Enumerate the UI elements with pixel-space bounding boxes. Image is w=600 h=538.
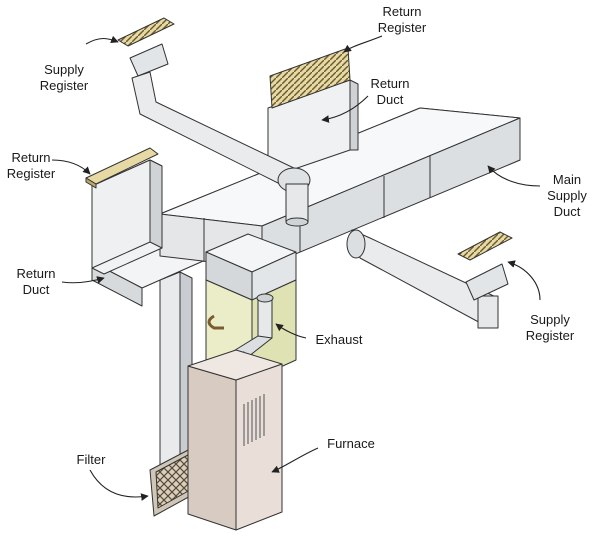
label-furnace: Furnace xyxy=(327,436,375,451)
supply-pipe-left xyxy=(131,71,311,227)
label-return-register-top: Return Register xyxy=(377,4,427,35)
return-register-left xyxy=(85,147,159,189)
label-exhaust: Exhaust xyxy=(315,332,363,347)
left-return-box xyxy=(91,159,163,275)
arrow-return-duct-top xyxy=(321,95,369,123)
supply-register-left xyxy=(117,17,175,77)
supply-pipe-right xyxy=(346,229,499,329)
arrow-supply-register-right xyxy=(507,260,541,301)
arrow-return-register-left xyxy=(51,159,91,175)
label-return-duct-left: Return Duct xyxy=(16,266,56,297)
return-register-top xyxy=(269,47,351,109)
supply-plenum xyxy=(205,233,297,301)
supply-register-right xyxy=(457,231,513,301)
label-main-supply-duct: Main Supply Duct xyxy=(547,172,587,219)
arrow-return-duct-left xyxy=(61,276,105,284)
arrow-furnace xyxy=(271,447,319,473)
arrow-return-register-top xyxy=(343,35,383,53)
label-return-register-left: Return Register xyxy=(6,150,56,181)
gas-connector xyxy=(207,314,224,330)
arrow-supply-register-left xyxy=(85,35,119,45)
furnace xyxy=(187,349,283,531)
label-return-duct-top: Return Duct xyxy=(370,76,410,107)
filter xyxy=(149,447,195,517)
label-filter: Filter xyxy=(76,452,106,467)
label-supply-register-left: Supply Register xyxy=(39,62,89,93)
label-supply-register-right: Supply Register xyxy=(525,312,575,343)
arrow-filter xyxy=(89,469,149,501)
arrow-exhaust xyxy=(275,323,307,339)
left-return-riser xyxy=(159,271,193,479)
arrow-main-supply-duct xyxy=(487,165,541,187)
